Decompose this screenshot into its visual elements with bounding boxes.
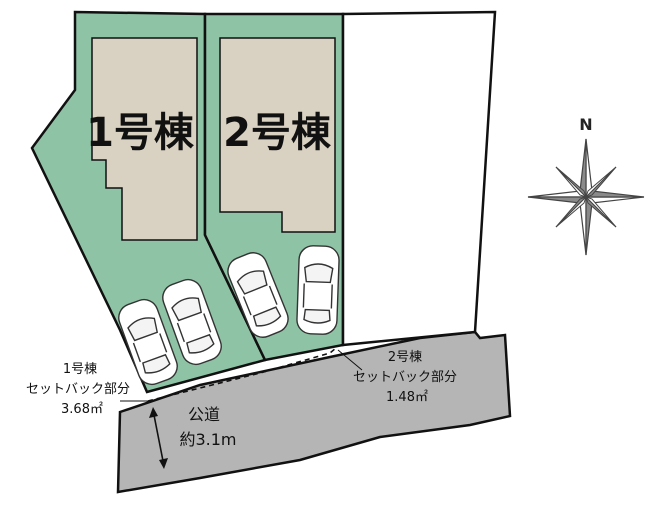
car-icon [162, 278, 222, 366]
setback-1-title: 1号棟 [63, 362, 97, 377]
compass-rose-icon [527, 138, 645, 256]
building-2-label: 2号棟 [223, 110, 332, 156]
setback-1-label: セットバック部分 [26, 382, 130, 397]
setback-2-label: セットバック部分 [353, 370, 457, 385]
setback-dashed-line [147, 347, 337, 402]
setback-2-area: 1.48㎡ [386, 390, 428, 405]
road-name: 公道 [188, 405, 220, 424]
setback-1-area: 3.68㎡ [61, 402, 103, 417]
setback-2-title: 2号棟 [388, 350, 422, 365]
car-icon [118, 298, 178, 386]
car-icon [227, 252, 289, 338]
public-road [116, 330, 512, 494]
building-1-label: 1号棟 [86, 110, 195, 156]
compass-north-label: N [579, 115, 592, 134]
road-width-arrow [149, 407, 168, 469]
setback-2-leader [337, 349, 363, 371]
road-width: 約3.1m [179, 430, 236, 449]
building-2-footprint [219, 37, 336, 233]
car-icon [296, 245, 340, 335]
building-1-footprint [91, 37, 198, 241]
adjacent-lot [341, 10, 497, 347]
